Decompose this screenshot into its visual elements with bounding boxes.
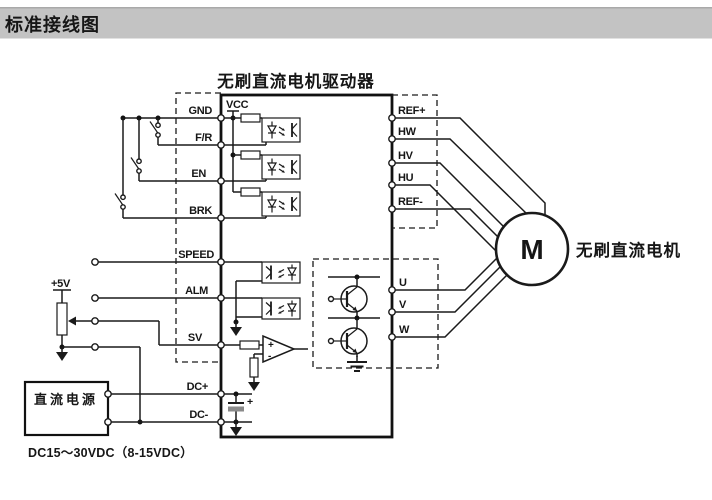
hall-dashed-box xyxy=(392,94,438,229)
label-hw: HW xyxy=(398,126,417,138)
terminal-en[interactable] xyxy=(217,177,225,185)
driver-box xyxy=(219,93,394,439)
label-refminus: REF- xyxy=(398,196,423,208)
terminal-v[interactable] xyxy=(388,308,396,316)
gnd-endpoint xyxy=(91,343,99,351)
label-fr: F/R xyxy=(195,132,212,144)
title-bar-top-edge xyxy=(0,7,712,9)
title-bar-background xyxy=(0,8,712,39)
switch-network xyxy=(114,115,221,219)
terminal-speed[interactable] xyxy=(217,258,225,266)
terminal-gnd[interactable] xyxy=(217,114,225,122)
opamp-plus: + xyxy=(268,340,274,351)
driver-title: 无刷直流电机驱动器 xyxy=(216,71,375,91)
page-title: 标准接线图 xyxy=(4,14,100,35)
label-gnd: GND xyxy=(188,105,212,117)
label-dcplus: DC+ xyxy=(187,381,208,393)
power-stage-dashed-box xyxy=(312,258,439,369)
label-en: EN xyxy=(191,168,206,180)
wiper-endpoint xyxy=(91,317,99,325)
left-dashed-box xyxy=(175,92,221,363)
input-optocouplers: VCC xyxy=(221,99,301,219)
capacitor-bottom-plate xyxy=(228,406,244,412)
label-brk: BRK xyxy=(189,205,212,217)
power-supply: 直流电源 DC15～30VDC（8-15VDC） xyxy=(28,390,221,460)
title-bar: 标准接线图 xyxy=(0,7,712,39)
terminal-alm[interactable] xyxy=(217,294,225,302)
terminal-dcminus[interactable] xyxy=(217,418,225,426)
terminal-sv[interactable] xyxy=(217,341,225,349)
alm-endpoint xyxy=(91,294,99,302)
signal-leads xyxy=(91,258,221,302)
label-v: V xyxy=(399,299,407,311)
voltage-rating: DC15～30VDC（8-15VDC） xyxy=(28,445,193,460)
label-sv: SV xyxy=(188,332,203,344)
label-alm: ALM xyxy=(185,285,208,297)
terminal-refminus[interactable] xyxy=(388,205,396,213)
label-hu: HU xyxy=(398,172,414,184)
motor-wires xyxy=(392,117,546,338)
vref-label: +5V xyxy=(51,278,71,290)
motor-label: 无刷直流电机 xyxy=(575,240,681,260)
motor-circle xyxy=(494,211,570,287)
terminal-hw[interactable] xyxy=(388,135,396,143)
power-stage xyxy=(327,274,380,372)
terminal-w[interactable] xyxy=(388,333,396,341)
capacitor-polarity: + xyxy=(247,396,253,408)
terminal-hu[interactable] xyxy=(388,181,396,189)
vcc-label: VCC xyxy=(226,99,249,111)
power-supply-label: 直流电源 xyxy=(34,392,98,407)
terminal-brk[interactable] xyxy=(217,214,225,222)
label-refplus: REF+ xyxy=(398,105,425,117)
opamp-minus: - xyxy=(268,351,271,362)
terminal-fr[interactable] xyxy=(217,141,225,149)
motor: M 无刷直流电机 xyxy=(494,211,681,287)
label-u: U xyxy=(399,277,407,289)
terminal-dcplus[interactable] xyxy=(217,390,225,398)
label-speed: SPEED xyxy=(178,249,214,261)
potentiometer-circuit: +5V xyxy=(51,278,221,425)
supply-negative-terminal xyxy=(104,418,112,426)
terminal-refplus[interactable] xyxy=(388,114,396,122)
motor-symbol: M xyxy=(520,234,543,265)
terminal-labels: GND F/R EN BRK SPEED ALM SV DC+ DC- REF+… xyxy=(178,105,425,421)
wiper-arrow xyxy=(68,316,76,326)
supply-positive-terminal xyxy=(104,390,112,398)
label-w: W xyxy=(399,324,410,336)
speed-endpoint xyxy=(91,258,99,266)
label-hv: HV xyxy=(398,150,414,162)
output-optocouplers xyxy=(221,261,301,337)
label-dcminus: DC- xyxy=(189,409,208,421)
dc-bus: + xyxy=(221,391,253,437)
terminal-hv[interactable] xyxy=(388,159,396,167)
power-supply-box xyxy=(23,380,110,437)
opamp xyxy=(262,334,296,364)
terminal-u[interactable] xyxy=(388,286,396,294)
